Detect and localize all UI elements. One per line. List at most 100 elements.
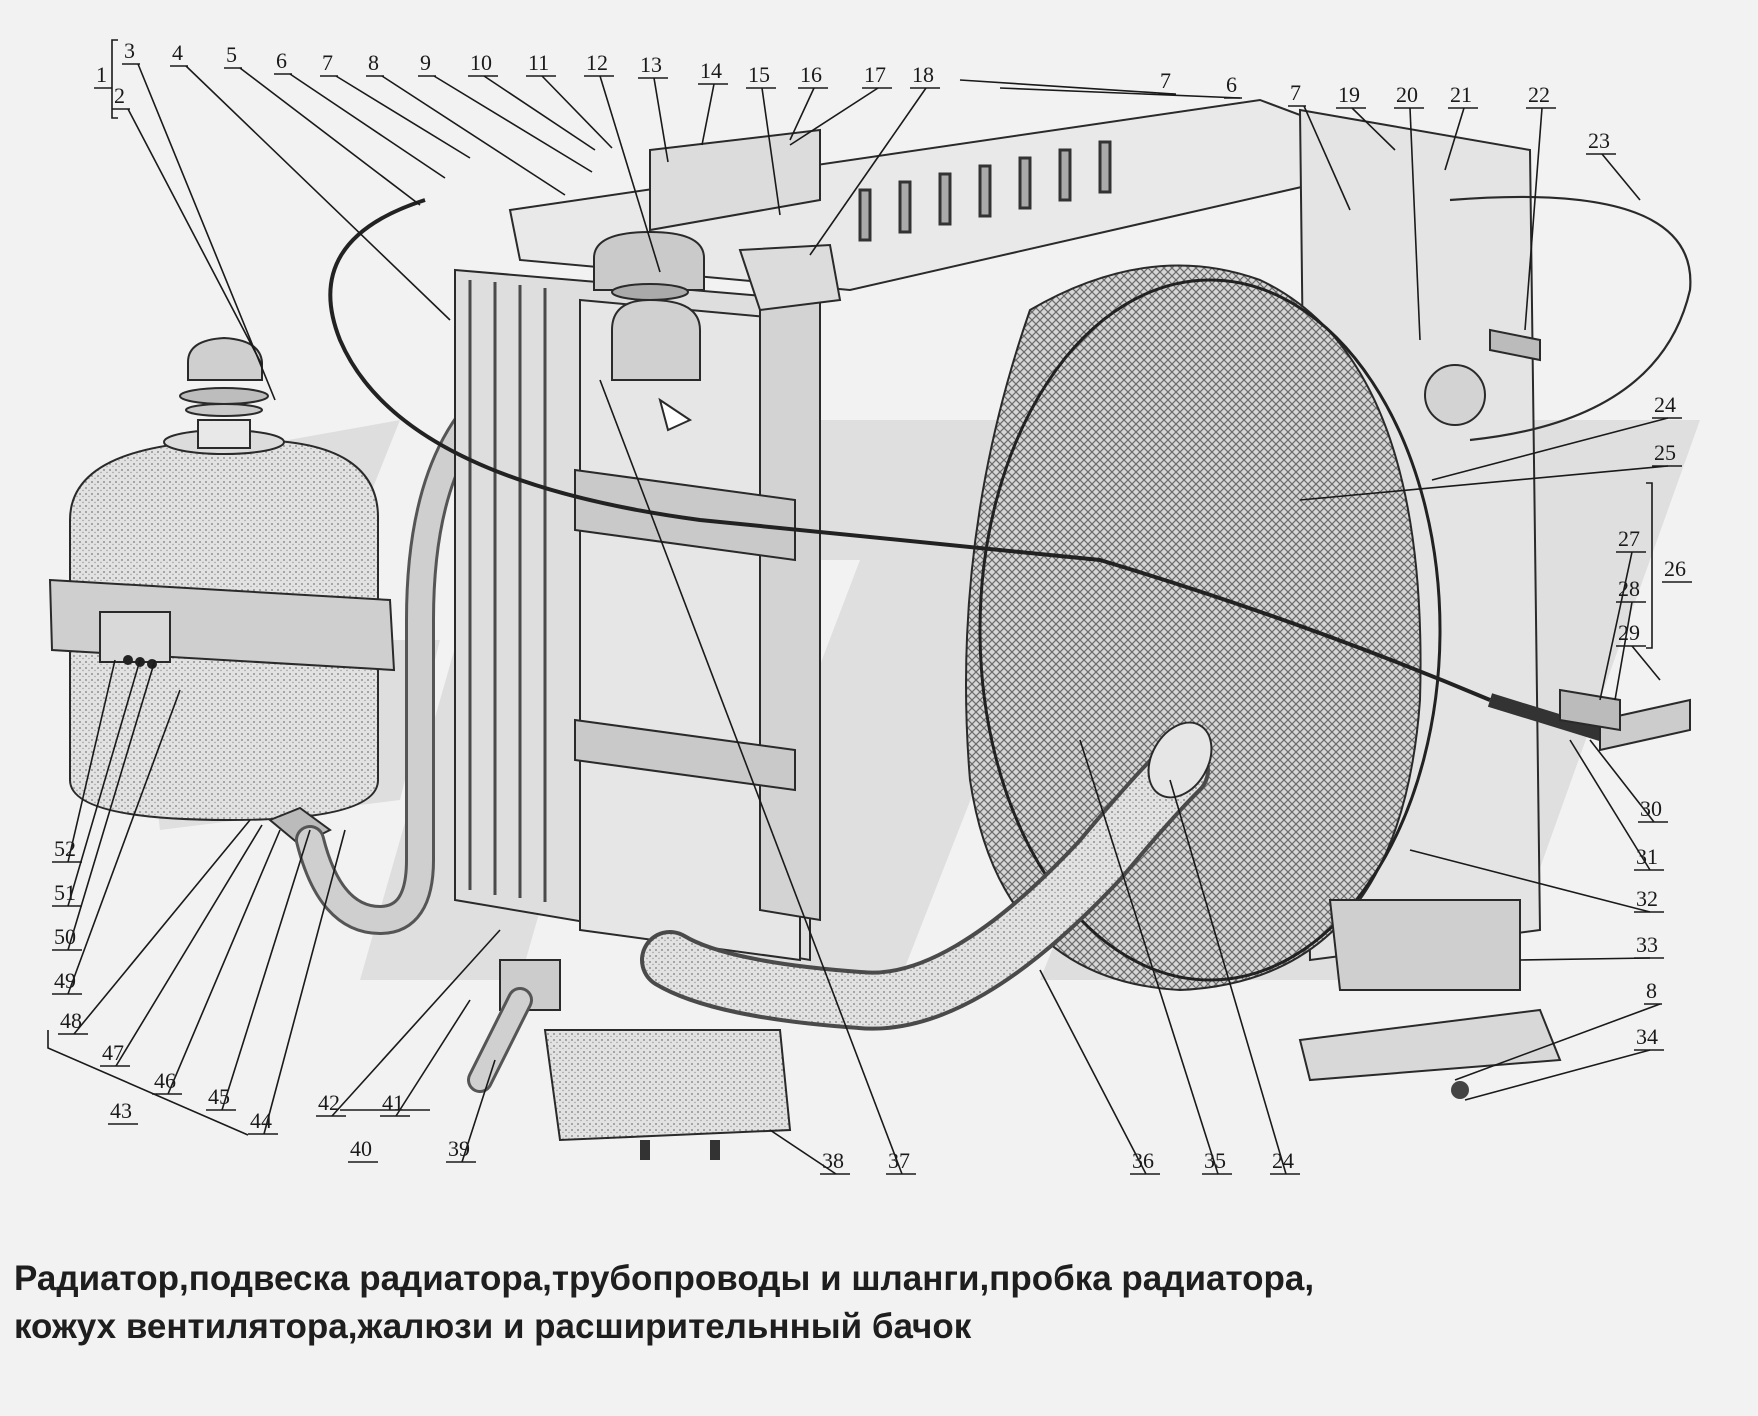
leader-line-n7	[335, 75, 471, 159]
leader-line-n39	[461, 1059, 496, 1163]
leader-line-n32	[1409, 849, 1651, 913]
callout-n16: 16	[800, 62, 822, 87]
callout-n9: 9	[420, 50, 431, 75]
callout-n40: 40	[350, 1136, 372, 1161]
callout-n17: 17	[864, 62, 886, 87]
callout-n31: 31	[1636, 844, 1658, 869]
leader-line-n10	[483, 75, 596, 151]
leader-line-n23	[1601, 153, 1641, 201]
callout-n36: 36	[1132, 1148, 1154, 1173]
figure-caption: Радиатор,подвеска радиатора,трубопроводы…	[14, 1255, 1734, 1351]
leader-line-n20	[1409, 107, 1421, 341]
group-brackets	[47, 39, 1653, 1136]
callout-n6: 6	[1226, 72, 1237, 97]
expansion-tank	[48, 336, 396, 847]
callout-n47: 47	[102, 1040, 124, 1065]
leader-line-n7	[959, 79, 1175, 95]
callout-n24: 24	[1654, 392, 1676, 417]
callout-n25: 25	[1654, 440, 1676, 465]
leader-line-n3	[137, 63, 276, 401]
leader-line-n25	[1299, 465, 1669, 501]
callout-n38: 38	[822, 1148, 844, 1173]
shutter-control-cable	[328, 198, 1491, 702]
callout-n52: 52	[54, 836, 76, 861]
leader-line-n21	[1444, 107, 1465, 171]
leader-line-n47	[115, 824, 263, 1067]
callout-n21: 21	[1450, 82, 1472, 107]
callout-n39: 39	[448, 1136, 470, 1161]
callout-n11: 11	[528, 50, 549, 75]
leader-line-n22	[1524, 107, 1543, 331]
callout-n20: 20	[1396, 82, 1418, 107]
callout-n7: 7	[1290, 80, 1301, 105]
callout-n22: 22	[1528, 82, 1550, 107]
leader-line-n11	[541, 75, 613, 149]
callout-n46: 46	[154, 1068, 176, 1093]
callout-n42: 42	[318, 1090, 340, 1115]
callout-n30: 30	[1640, 796, 1662, 821]
callout-n8: 8	[1646, 978, 1657, 1003]
leader-line-n6	[289, 73, 446, 179]
callout-n7: 7	[1160, 68, 1171, 93]
callout-n28: 28	[1618, 576, 1640, 601]
leader-line-n34	[1464, 1049, 1651, 1101]
callout-n24: 24	[1272, 1148, 1294, 1173]
leader-line-n9	[433, 75, 593, 173]
callout-n3: 3	[124, 38, 135, 63]
leader-line-n52	[67, 659, 116, 863]
leader-line-n7	[1303, 105, 1351, 211]
caption-line-1: Радиатор,подвеска радиатора,трубопроводы…	[14, 1259, 1315, 1298]
callout-n14: 14	[700, 58, 722, 83]
leader-line-n45	[221, 829, 311, 1111]
leader-line-n49	[67, 689, 181, 995]
leader-line-n35	[1079, 739, 1219, 1175]
callout-n15: 15	[748, 62, 770, 87]
leader-line-n6	[999, 87, 1241, 99]
leader-line-n33	[1519, 957, 1651, 961]
leader-line-n12	[599, 75, 661, 273]
leader-line-n8	[1454, 1003, 1661, 1081]
callout-n23: 23	[1588, 128, 1610, 153]
callout-n34: 34	[1636, 1024, 1658, 1049]
leader-line-n48	[73, 819, 251, 1035]
callout-n10: 10	[470, 50, 492, 75]
caption-line-2: кожух вентилятора,жалюзи и расширительнн…	[14, 1307, 972, 1346]
leader-line-n13	[653, 77, 669, 163]
leader-line-n14	[701, 83, 715, 146]
tank-cap-icon	[187, 336, 263, 381]
callout-n13: 13	[640, 52, 662, 77]
leader-line-n44	[263, 829, 346, 1135]
callout-n41: 41	[382, 1090, 404, 1115]
leader-line-n4	[185, 65, 451, 321]
leader-line-n38	[769, 1129, 837, 1175]
leader-line-n27	[1599, 551, 1633, 701]
callout-n4: 4	[172, 40, 183, 65]
callout-n51: 51	[54, 880, 76, 905]
leader-line-n18	[809, 87, 927, 256]
radiator-core	[454, 98, 1424, 1160]
callout-n5: 5	[226, 42, 237, 67]
leader-line-n17	[789, 87, 879, 146]
callout-n48: 48	[60, 1008, 82, 1033]
callout-n1: 1	[96, 62, 107, 87]
callout-n32: 32	[1636, 886, 1658, 911]
callout-n19: 19	[1338, 82, 1360, 107]
callout-n50: 50	[54, 924, 76, 949]
callout-n7: 7	[322, 50, 333, 75]
leader-line-n24	[1431, 417, 1669, 481]
callout-n37: 37	[888, 1148, 910, 1173]
callout-n18: 18	[912, 62, 934, 87]
leader-line-n50	[67, 659, 156, 951]
leader-line-n30	[1589, 739, 1655, 823]
callout-n2: 2	[114, 83, 125, 108]
callout-n26: 26	[1664, 556, 1686, 581]
callout-n35: 35	[1204, 1148, 1226, 1173]
leader-line-n37	[599, 379, 903, 1175]
callout-n8: 8	[368, 50, 379, 75]
callout-n27: 27	[1618, 526, 1640, 551]
callout-n49: 49	[54, 968, 76, 993]
leader-line-n8	[381, 75, 566, 196]
leader-line-n41	[395, 999, 471, 1117]
